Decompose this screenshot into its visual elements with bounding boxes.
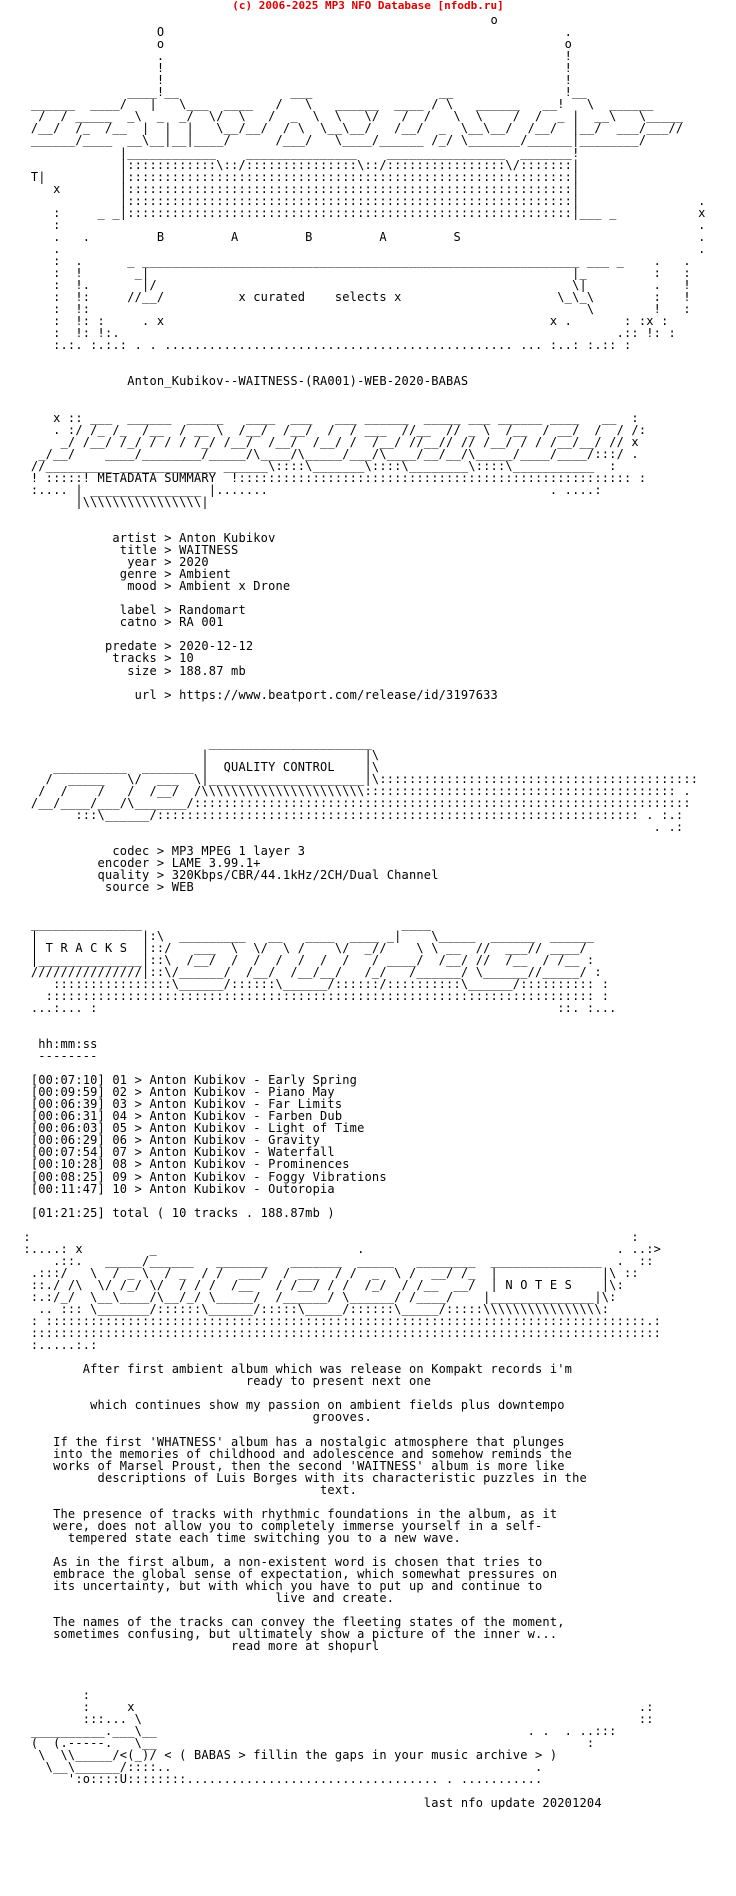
nfo-text: o O . o o . <box>23 13 706 1810</box>
site-header[interactable]: (c) 2006-2025 MP3 NFO Database [nfodb.ru… <box>232 0 504 12</box>
